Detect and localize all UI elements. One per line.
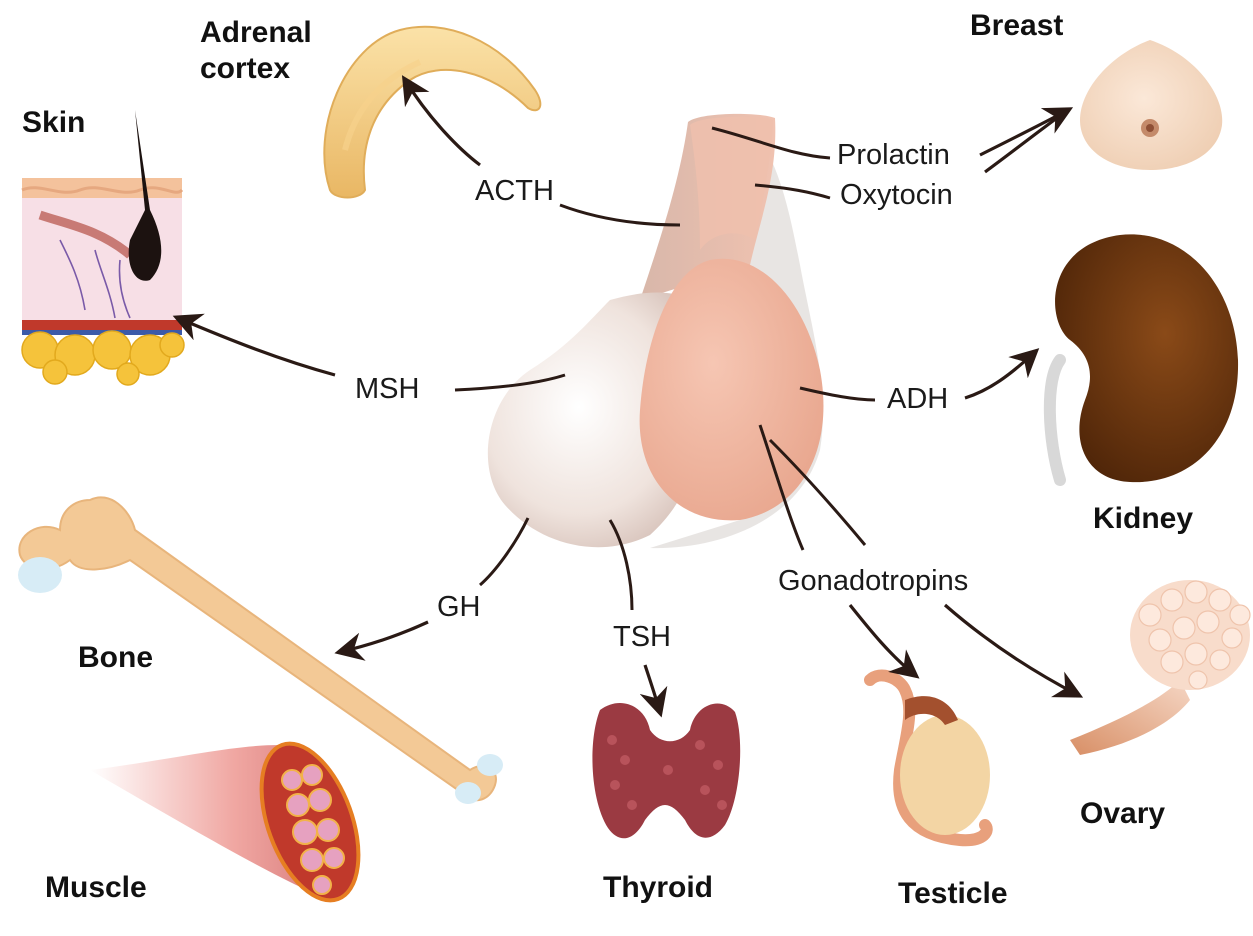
gh-arrow: [340, 622, 428, 652]
hormone-label-tsh: TSH: [613, 621, 671, 653]
organ-label-skin: Skin: [22, 106, 85, 139]
organ-label-kidney: Kidney: [1093, 502, 1193, 535]
hormone-label-prolactin: Prolactin: [837, 139, 950, 171]
prolactin-arrow: [980, 110, 1068, 155]
kidney-illustration: [1050, 234, 1238, 482]
organ-label-ovary: Ovary: [1080, 797, 1165, 830]
thyroid-illustration: [592, 703, 740, 838]
acth-line: [560, 205, 680, 225]
gonadotropin-arrow-ovary: [945, 605, 1078, 695]
organ-label-thyroid: Thyroid: [603, 871, 713, 904]
hormone-label-adh: ADH: [887, 383, 948, 415]
testicle-illustration: [870, 675, 990, 840]
breast-illustration: [1080, 40, 1222, 170]
adrenal-cortex-illustration: [324, 27, 540, 198]
tsh-arrow: [645, 665, 660, 712]
ovary-illustration: [1070, 580, 1250, 755]
organ-label-cortex: cortex: [200, 52, 290, 85]
gonadotropin-arrow-testicle: [850, 605, 915, 675]
oxytocin-arrow: [985, 110, 1068, 172]
organ-label-testicle: Testicle: [898, 877, 1008, 910]
acth-arrow: [405, 80, 480, 165]
hormone-label-acth: ACTH: [475, 175, 554, 207]
organ-label-adrenal: Adrenal: [200, 16, 312, 49]
gh-line: [480, 518, 528, 585]
hormone-label-oxytocin: Oxytocin: [840, 179, 953, 211]
skin-illustration: [22, 110, 184, 385]
hormone-label-msh: MSH: [355, 373, 419, 405]
msh-arrow: [178, 318, 335, 375]
hormone-label-gonadotropins: Gonadotropins: [778, 565, 968, 597]
adh-arrow: [965, 352, 1035, 398]
organ-label-muscle: Muscle: [45, 871, 147, 904]
organ-label-breast: Breast: [970, 9, 1063, 42]
fat-layer: [22, 331, 184, 385]
organ-label-bone: Bone: [78, 641, 153, 674]
hormone-label-gh: GH: [437, 591, 481, 623]
